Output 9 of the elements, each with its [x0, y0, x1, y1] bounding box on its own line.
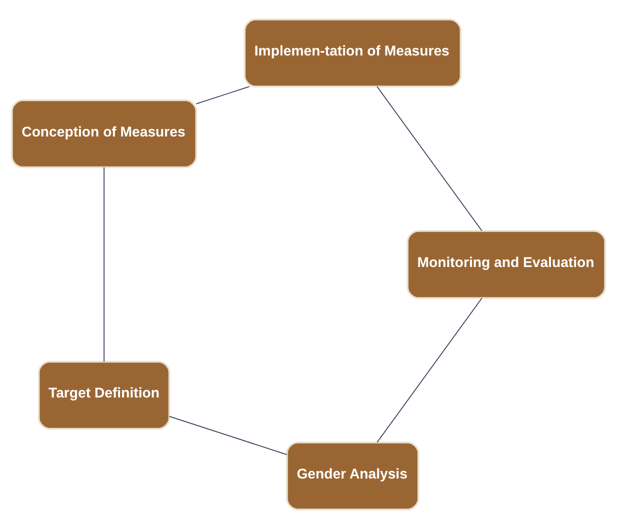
- connector: [196, 86, 250, 104]
- node-box: Gender Analysis: [286, 441, 420, 510]
- node-box: Monitoring and Evaluation: [406, 230, 606, 298]
- node-box: Implemen-tation of Measures: [244, 18, 462, 87]
- node-box: Target Definition: [38, 360, 170, 430]
- connector: [376, 86, 482, 231]
- node-box: Conception of Measures: [11, 98, 198, 168]
- connector: [376, 297, 482, 442]
- connector: [169, 416, 288, 454]
